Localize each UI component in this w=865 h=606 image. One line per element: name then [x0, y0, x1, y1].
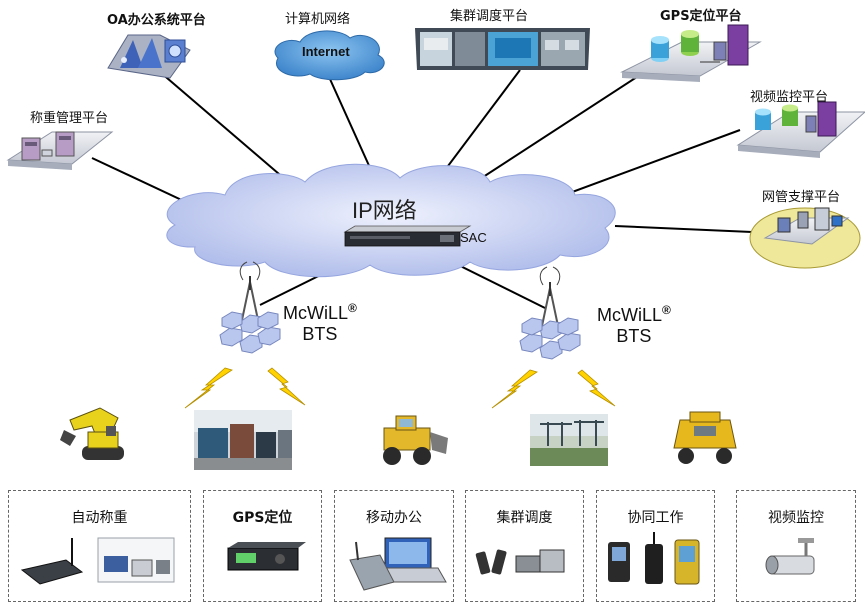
- dump-truck-icon: [673, 411, 737, 464]
- gps-terminal-icon: [227, 542, 306, 571]
- container-yard-photo: [194, 410, 292, 470]
- weighing-platform-icon: [6, 131, 114, 170]
- connection-lines: [91, 67, 753, 309]
- ip-network-cloud: [166, 163, 616, 278]
- bts-right-label: McWiLL® BTS: [597, 300, 671, 347]
- cluster-dispatch-label: 集群调度平台: [450, 9, 529, 24]
- gps-platform-icon: [620, 24, 762, 82]
- gps-platform-label: GPS定位平台: [660, 9, 742, 24]
- sac-server-icon: [343, 225, 472, 247]
- terminal-box-mobile-office: 移动办公: [334, 490, 454, 602]
- trunking-radio-icon: [475, 549, 565, 575]
- mobile-office-icon: [349, 537, 447, 591]
- sac-label: SAC: [460, 230, 487, 245]
- terminal-box-gps: GPS定位: [203, 490, 322, 602]
- bts-left-sub: BTS: [302, 324, 338, 344]
- nms-platform-label: 网管支撑平台: [762, 190, 841, 205]
- link-oa: [159, 71, 301, 193]
- internet-label: Internet: [302, 44, 350, 59]
- wireless-lightning-icons: [184, 367, 616, 409]
- bts-left-mark: ®: [348, 301, 357, 315]
- port-cranes-photo: [530, 414, 608, 466]
- nms-platform-icon: [749, 207, 861, 269]
- oa-platform-icon: [107, 34, 191, 79]
- dispatch-screens-icon: [415, 28, 590, 70]
- terminal-label: 协同工作: [627, 510, 684, 526]
- terminal-label: 自动称重: [71, 510, 128, 526]
- video-platform-icon: [736, 101, 865, 158]
- link-nms: [614, 225, 753, 233]
- bts-right-mark: ®: [662, 303, 671, 317]
- terminal-label: GPS定位: [232, 510, 293, 526]
- weighing-terminal-icon: [20, 537, 175, 585]
- handheld-terminals-icon: [608, 532, 700, 585]
- terminal-label: 移动办公: [366, 510, 422, 526]
- terminal-box-cluster-dispatch: 集群调度: [465, 490, 584, 602]
- oa-platform-label: OA办公系统平台: [107, 13, 206, 28]
- surveillance-camera-icon: [765, 538, 815, 575]
- bts-right-name: McWiLL: [597, 305, 663, 325]
- wheel-loader-icon: [383, 415, 448, 465]
- link-gps: [459, 74, 641, 193]
- bts-tower-left-icon: [219, 261, 281, 354]
- bts-tower-right-icon: [519, 266, 581, 360]
- terminal-box-collaboration: 协同工作: [596, 490, 715, 602]
- terminal-label: 视频监控: [768, 510, 824, 526]
- bts-left-label: McWiLL® BTS: [283, 298, 357, 345]
- terminal-label: 集群调度: [496, 510, 553, 526]
- internet-cloud-icon: [274, 30, 385, 81]
- bts-left-name: McWiLL: [283, 303, 349, 323]
- video-platform-label: 视频监控平台: [750, 90, 829, 105]
- computer-network-label: 计算机网络: [285, 12, 351, 27]
- terminal-box-auto-weighing: 自动称重: [8, 490, 191, 602]
- ip-network-label: IP网络: [352, 198, 417, 223]
- weighing-platform-label: 称重管理平台: [30, 111, 109, 126]
- excavator-icon: [60, 407, 124, 460]
- terminal-box-video-surveillance: 视频监控: [736, 490, 856, 602]
- bts-right-sub: BTS: [616, 326, 652, 346]
